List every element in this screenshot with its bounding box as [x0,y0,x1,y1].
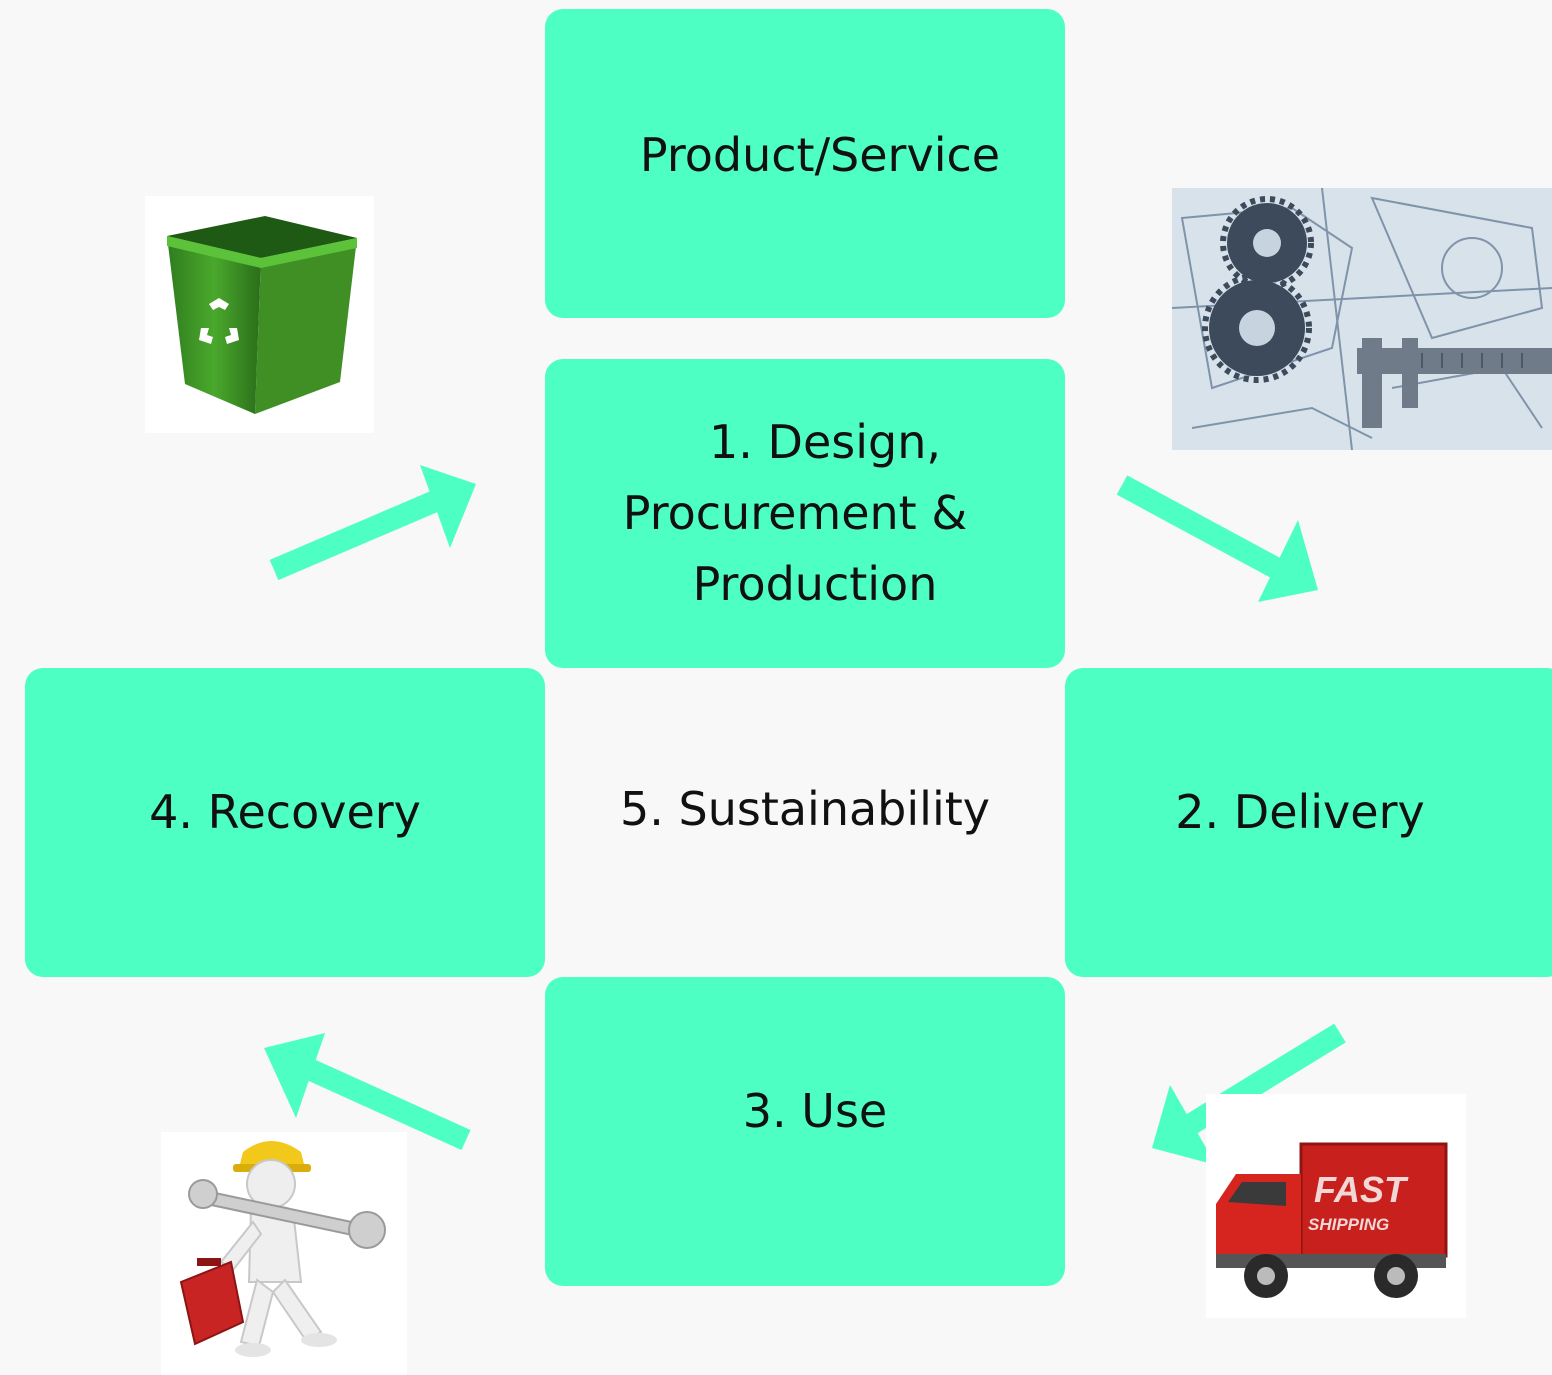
repair-worker-icon [161,1132,407,1375]
truck-shipping-text: SHIPPING [1308,1215,1389,1234]
box-delivery: 2. Delivery [1065,668,1552,977]
recycle-bin-icon [145,196,374,433]
recovery-label: 4. Recovery [149,784,421,839]
delivery-label: 2. Delivery [1175,784,1425,839]
product-service-label: Product/Service [639,127,1001,182]
arrow-use-to-recovery [264,1033,471,1151]
delivery-truck-icon: FAST SHIPPING [1206,1094,1466,1318]
arrow-design-to-delivery [1116,475,1318,602]
design-label-line-2: Procurement & [622,485,968,540]
use-label: 3. Use [742,1083,888,1138]
box-product-service: Product/Service [545,9,1065,318]
box-use: 3. Use [545,977,1065,1286]
design-label-line-3: Production [692,557,938,612]
arrow-recovery-to-design [269,465,476,581]
box-recovery: 4. Recovery [25,668,545,977]
gears-blueprint-icon [1172,188,1552,450]
truck-fast-text: FAST [1314,1169,1409,1210]
box-design-procurement-production: 1. Design, Procurement & Production [545,359,1065,668]
design-label-line-1: 1. Design, [709,414,941,469]
sustainability-label: 5. Sustainability [620,782,990,836]
